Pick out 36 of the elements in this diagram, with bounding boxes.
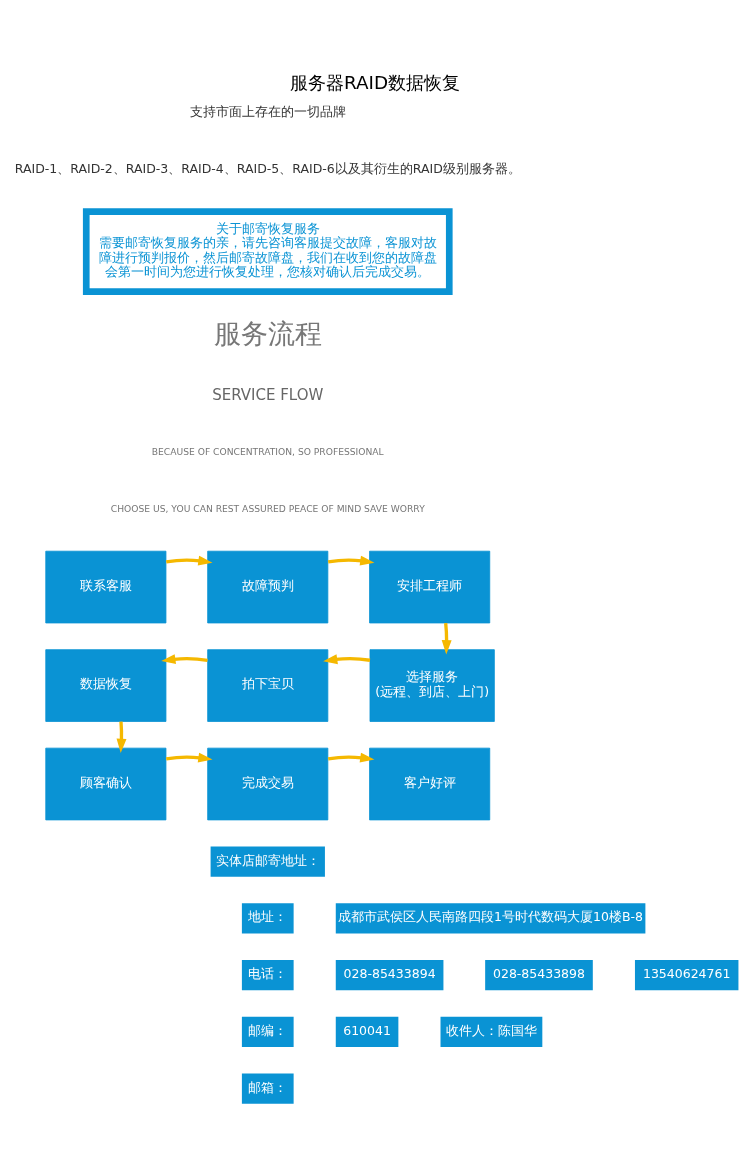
label: 电话：	[248, 966, 288, 982]
arrow	[166, 752, 213, 763]
label: SERVICE FLOW	[212, 385, 324, 404]
label: 邮箱：	[248, 1079, 288, 1095]
node-box: 安排工程师	[369, 550, 491, 624]
label: 成都市武侯区人民南路四段1号时代数码大厦10楼B-8	[338, 909, 644, 925]
arrow	[327, 555, 375, 566]
label: 收件人：陈国华	[445, 1022, 537, 1038]
node-box: 客户好评	[369, 747, 491, 821]
node-box: 完成交易	[207, 747, 329, 821]
arrow	[327, 752, 375, 763]
node-box: 关于邮寄恢复服务 需要邮寄恢复服务的亲，请先咨询客服提交故障，客服对故障进行预判报价，然后邮寄故障盘，我们在收到您的故障盘会第一时间为您进行恢复处理，您核对确认后完成交易。	[82, 208, 453, 295]
label: 610041	[343, 1022, 391, 1038]
arrow	[116, 721, 127, 753]
arrow	[441, 622, 452, 655]
label: 地址：	[248, 909, 288, 925]
label: 支持市面上存在的一切品牌	[189, 103, 346, 119]
node-box: 故障预判	[207, 550, 329, 624]
label: CHOOSE US, YOU CAN REST ASSURED PEACE OF MIND SAVE WORRY	[110, 502, 425, 514]
arrow	[161, 654, 208, 665]
label: 邮编：	[248, 1022, 288, 1038]
label: 服务流程	[213, 318, 322, 350]
node-box: 联系客服	[45, 550, 167, 624]
label: RAID-1、RAID-2、RAID-3、RAID-4、RAID-5、RAID-6以及其衍生的RAID级别服务器。	[14, 160, 521, 176]
label: 028-85433894	[343, 966, 436, 982]
diagram-title: 服务器RAID数据恢复	[289, 72, 461, 94]
label: 实体店邮寄地址：	[215, 852, 320, 868]
label: 028-85433898	[492, 966, 585, 982]
arrow	[323, 654, 371, 665]
node-box: 顾客确认	[45, 747, 167, 821]
label: BECAUSE OF CONCENTRATION, SO PROFESSIONAL	[151, 446, 384, 458]
node-box: 数据恢复	[45, 649, 167, 722]
arrow	[166, 555, 213, 566]
node-box: 选择服务 (远程、到店、上门)	[369, 649, 495, 722]
node-box: 拍下宝贝	[207, 649, 329, 722]
label: 13540624761	[642, 966, 731, 982]
